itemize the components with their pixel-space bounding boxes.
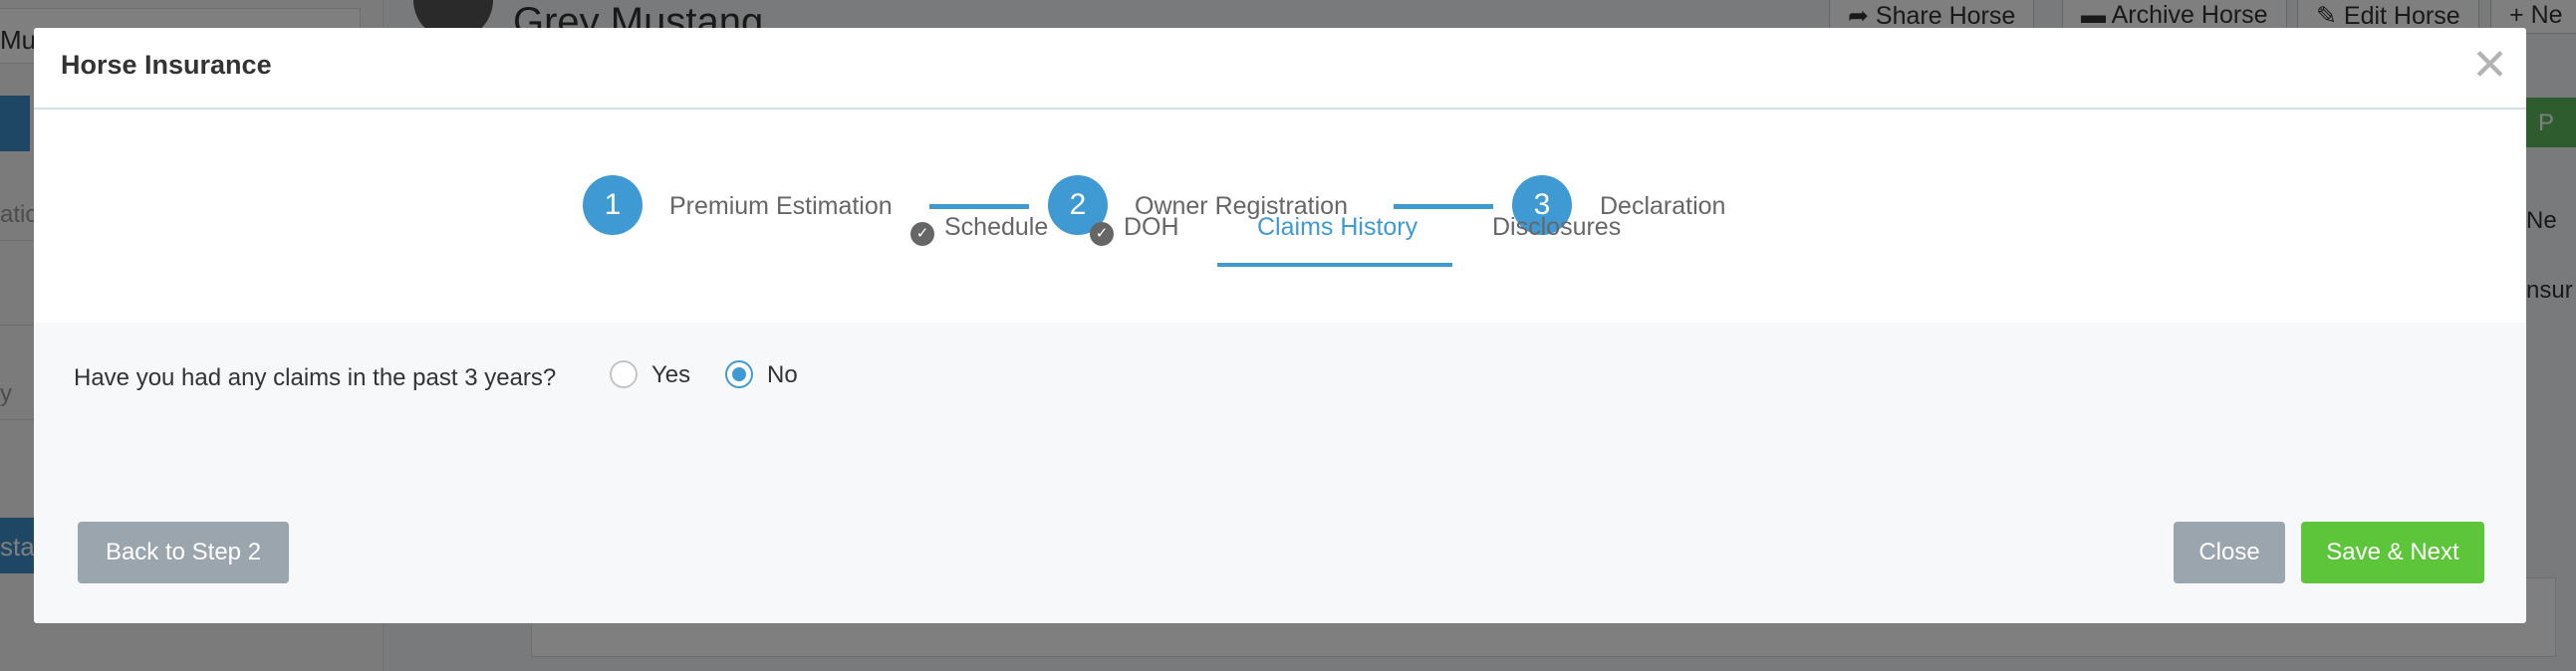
claims-no-option[interactable]: No (725, 360, 798, 389)
tab-schedule-label: Schedule (944, 213, 1049, 241)
close-icon[interactable]: ✕ (2471, 41, 2508, 90)
step-connector (929, 204, 1029, 209)
modal-header: Horse Insurance ✕ (34, 28, 2526, 110)
wizard-steps: 1 Premium Estimation 2 Owner Registratio… (34, 110, 2526, 323)
tab-disclosures-label: Disclosures (1492, 213, 1622, 241)
radio-no[interactable] (725, 360, 753, 388)
step-1-label: Premium Estimation (669, 192, 893, 220)
step-connector (1394, 204, 1493, 209)
step-3-label: Declaration (1600, 192, 1726, 220)
radio-yes[interactable] (610, 360, 638, 388)
check-icon: ✓ (910, 222, 934, 246)
save-next-button[interactable]: Save & Next (2301, 522, 2484, 583)
tab-doh-label: DOH (1124, 213, 1179, 241)
tab-schedule[interactable]: ✓ Schedule (910, 213, 1048, 246)
close-button[interactable]: Close (2174, 522, 2285, 583)
modal-title: Horse Insurance (61, 50, 272, 80)
back-to-step-2-button[interactable]: Back to Step 2 (78, 522, 289, 583)
horse-insurance-modal: Horse Insurance ✕ 1 Premium Estimation 2… (34, 28, 2526, 623)
tab-claims-history[interactable]: Claims History (1257, 213, 1417, 242)
tab-doh[interactable]: ✓ DOH (1090, 213, 1179, 246)
step-3-circle: 3 (1512, 175, 1572, 235)
tab-claims-history-label: Claims History (1257, 213, 1418, 241)
active-tab-underline (1217, 263, 1452, 267)
tab-disclosures[interactable]: Disclosures (1492, 213, 1621, 242)
check-icon: ✓ (1090, 222, 1114, 246)
step-2-label: Owner Registration (1135, 192, 1348, 220)
radio-yes-label: Yes (651, 361, 691, 388)
radio-no-label: No (767, 361, 798, 388)
claims-yes-option[interactable]: Yes (610, 360, 690, 389)
step-1-circle: 1 (583, 175, 643, 235)
claims-question: Have you had any claims in the past 3 ye… (74, 364, 557, 391)
